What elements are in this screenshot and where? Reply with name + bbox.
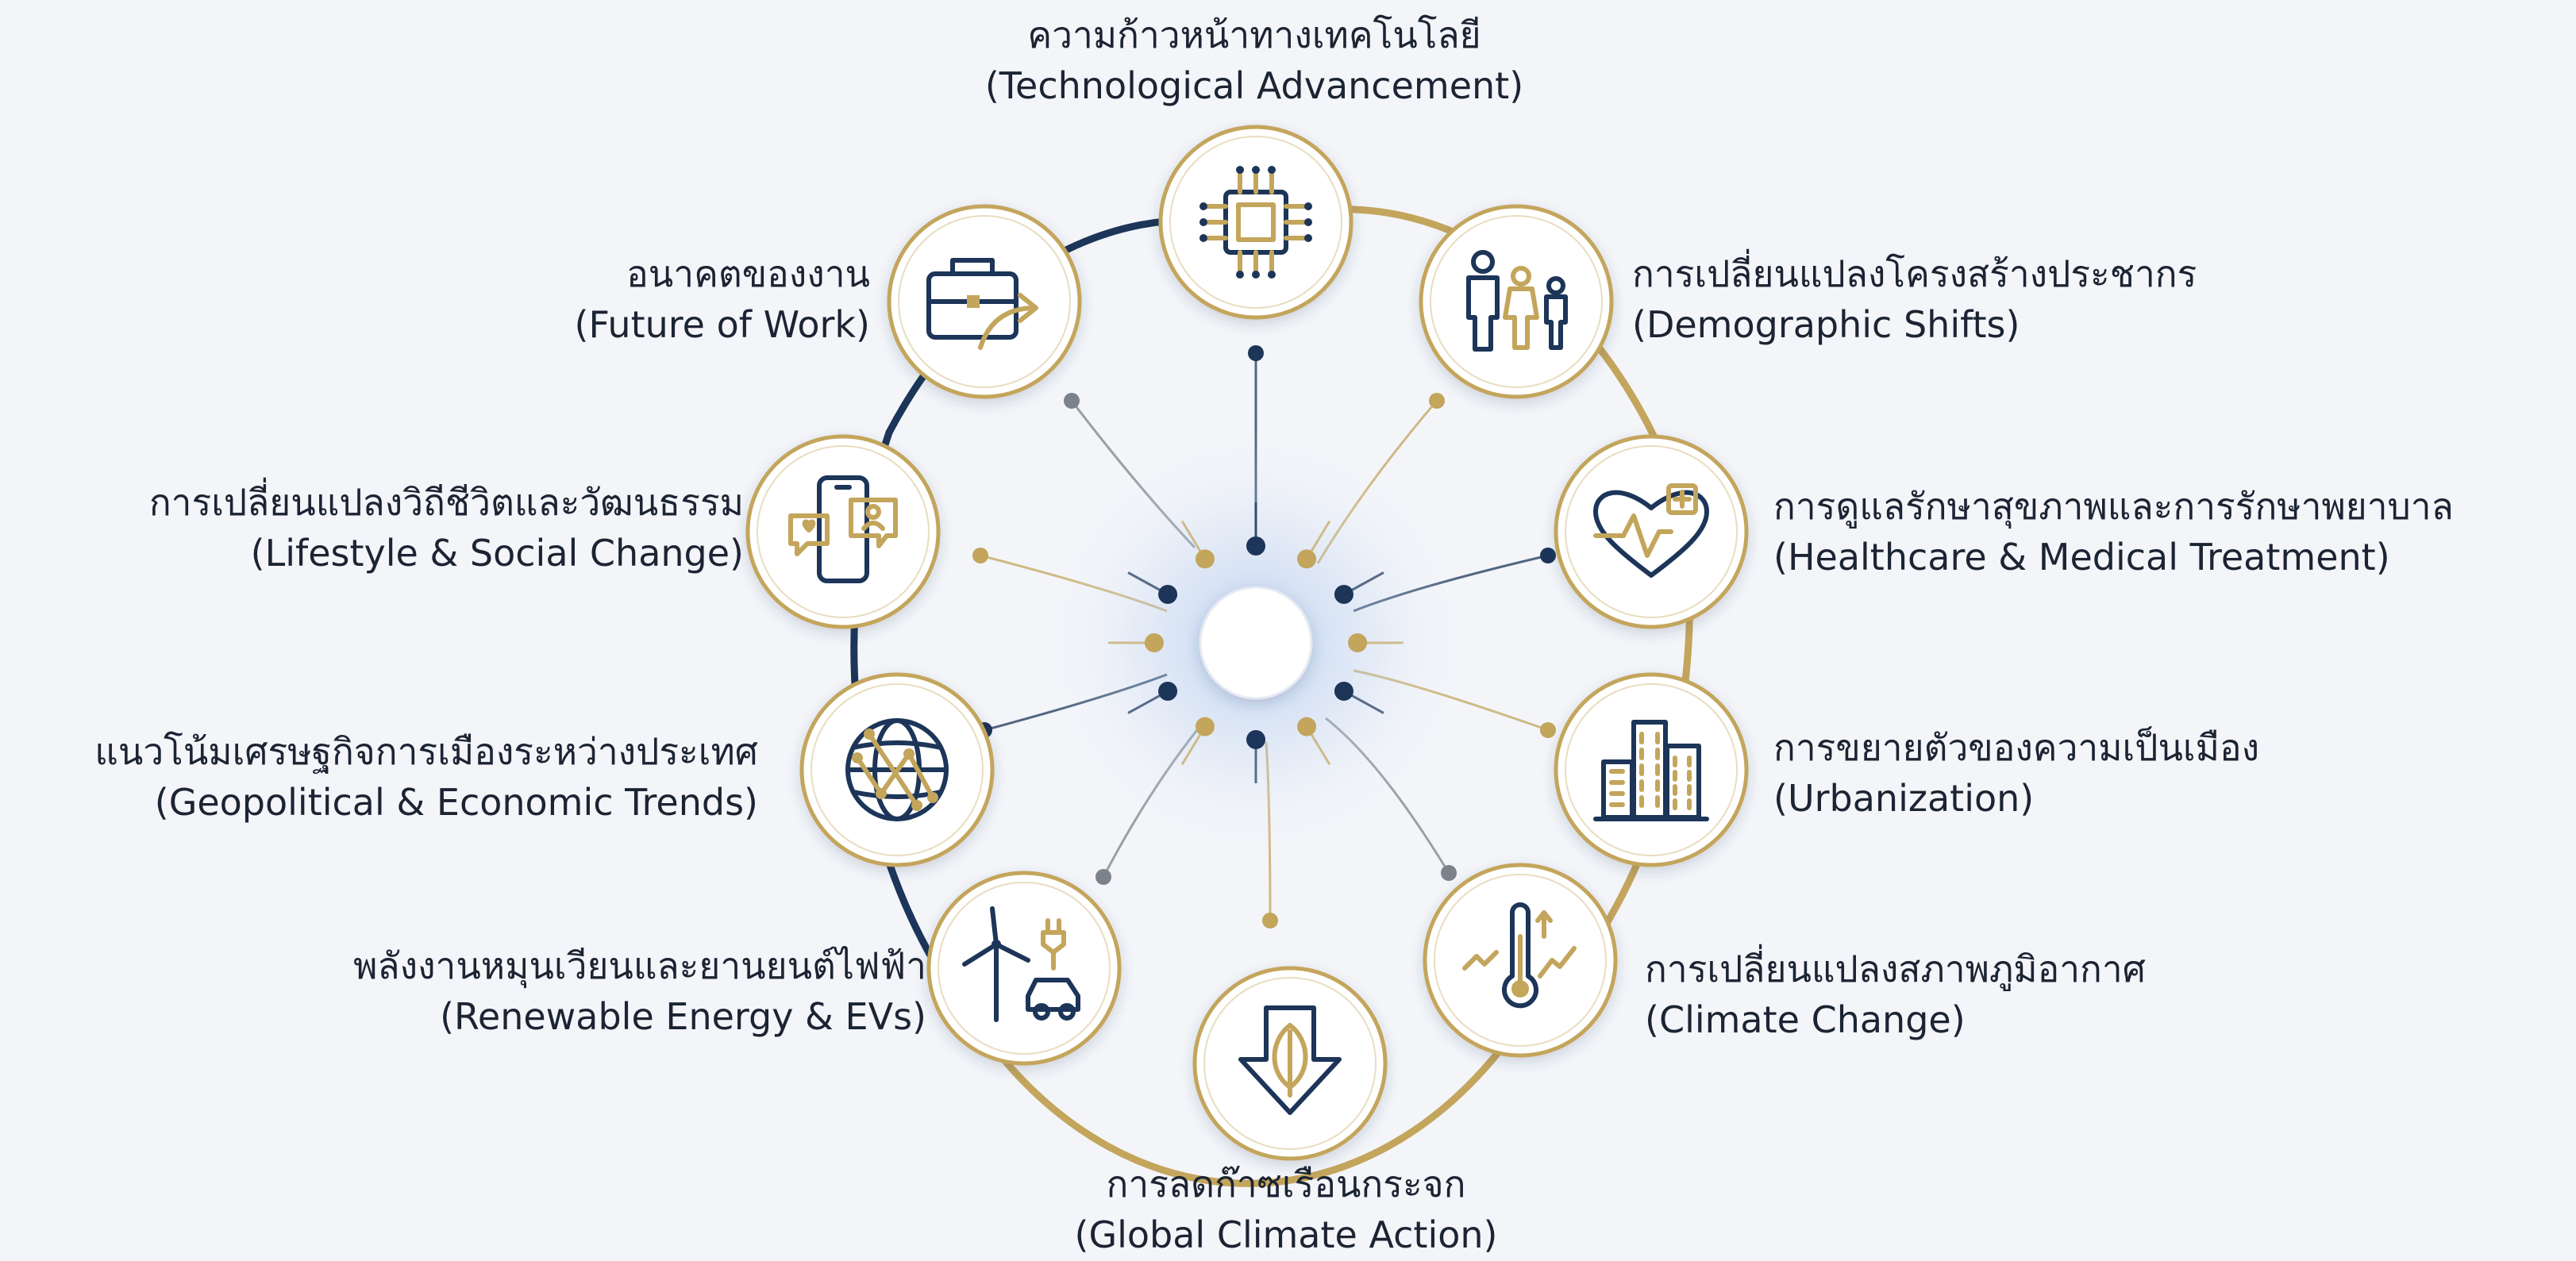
label-lifestyle-thai: การเปลี่ยนแปลงวิถีชีวิตและวัฒนธรรม: [148, 481, 744, 524]
center-hub: [1042, 429, 1470, 857]
hub-spoke: [1305, 520, 1331, 560]
label-demographic-english: (Demographic Shifts): [1632, 303, 2020, 346]
node-inner-ring: [757, 445, 930, 618]
label-urbanization-thai: การขยายตัวของความเป็นเมือง: [1773, 726, 2260, 769]
thermometer-icon: [1462, 902, 1577, 1009]
buildings-icon: [1593, 720, 1709, 821]
label-healthcare-thai: การดูแลรักษาสุขภาพและการรักษาพยาบาล: [1773, 485, 2454, 528]
label-tech: ความก้าวหน้าทางเทคโนโลยี (Technological …: [857, 10, 1651, 111]
connector-end-dot: [1248, 345, 1264, 361]
label-global-climate-english: (Global Climate Action): [1074, 1213, 1498, 1256]
node-healthcare: [1554, 434, 1749, 629]
label-demographic-thai: การเปลี่ยนแปลงโครงสร้างประชากร: [1632, 252, 2197, 295]
label-global-climate: การลดก๊าซเรือนกระจก (Global Climate Acti…: [889, 1159, 1683, 1260]
connector-end-dot: [972, 548, 988, 563]
globe-network-icon: [845, 718, 949, 821]
briefcase-arrow-icon: [926, 258, 1038, 350]
trend-nodes: [745, 125, 1749, 1161]
label-climate: การเปลี่ยนแปลงสภาพภูมิอากาศ (Climate Cha…: [1645, 944, 2146, 1045]
connector-end-dot: [1540, 548, 1556, 563]
label-work-thai: อนาคตของงาน: [626, 252, 870, 295]
label-geopolitical-thai: แนวโน้มเศรษฐกิจการเมืองระหว่างประเทศ: [94, 730, 758, 773]
connector-end-dot: [1064, 393, 1080, 409]
label-lifestyle: การเปลี่ยนแปลงวิถีชีวิตและวัฒนธรรม (Life…: [149, 477, 744, 579]
family-icon: [1466, 250, 1568, 352]
connector-end-dot: [1441, 865, 1457, 881]
node-lifestyle: [745, 434, 941, 629]
node-renewable: [926, 871, 1122, 1066]
node-inner-ring: [1434, 874, 1607, 1047]
node-demographic: [1419, 204, 1614, 399]
label-urbanization-english: (Urbanization): [1773, 777, 2035, 820]
hub-spoke: [1180, 725, 1207, 766]
node-circle: [1158, 125, 1353, 320]
label-work: อนาคตของงาน (Future of Work): [575, 248, 870, 350]
connector-end-dot: [1262, 913, 1278, 928]
connector-end-dot: [1540, 722, 1556, 738]
hub-circle: [1199, 586, 1313, 700]
ring-arc-bottom: [972, 1020, 1512, 1187]
label-renewable-thai: พลังงานหมุนเวียนและยานยนต์ไฟฟ้า: [353, 944, 926, 987]
node-tech: [1158, 125, 1353, 320]
leaf-arrow-down-icon: [1238, 1005, 1342, 1115]
connector-end-dot: [1095, 869, 1111, 885]
label-tech-english: (Technological Advancement): [984, 64, 1524, 107]
node-climate: [1423, 863, 1618, 1058]
node-inner-ring: [1430, 215, 1603, 388]
label-global-climate-thai: การลดก๊าซเรือนกระจก: [1106, 1163, 1466, 1205]
microchip-icon: [1199, 166, 1312, 279]
label-lifestyle-english: (Lifestyle & Social Change): [250, 532, 744, 575]
node-inner-ring: [811, 683, 984, 856]
smartphone-chat-icon: [788, 475, 898, 583]
label-renewable: พลังงานหมุนเวียนและยานยนต์ไฟฟ้า (Renewab…: [353, 940, 926, 1042]
connector-end-dot: [1429, 393, 1445, 409]
label-geopolitical: แนวโน้มเศรษฐกิจการเมืองระหว่างประเทศ (Ge…: [94, 726, 758, 828]
label-healthcare-english: (Healthcare & Medical Treatment): [1773, 536, 2390, 579]
node-circle: [1419, 204, 1614, 399]
label-geopolitical-english: (Geopolitical & Economic Trends): [154, 781, 758, 824]
node-circle: [926, 871, 1122, 1066]
node-inner-ring: [1565, 445, 1738, 618]
node-inner-ring: [1203, 977, 1377, 1150]
node-circle: [1554, 672, 1749, 867]
hub-spoke: [1127, 690, 1169, 714]
label-renewable-english: (Renewable Energy & EVs): [440, 995, 926, 1038]
label-demographic: การเปลี่ยนแปลงโครงสร้างประชากร (Demograp…: [1632, 248, 2197, 350]
node-circle: [745, 434, 941, 629]
hub-spoke: [1343, 571, 1384, 596]
heart-pulse-icon: [1593, 483, 1709, 578]
node-inner-ring: [1169, 136, 1342, 309]
node-inner-ring: [1565, 683, 1738, 856]
label-climate-english: (Climate Change): [1645, 998, 1966, 1041]
node-inner-ring: [898, 215, 1071, 388]
node-urbanization: [1554, 672, 1749, 867]
node-global-climate: [1192, 966, 1388, 1161]
label-climate-thai: การเปลี่ยนแปลงสภาพภูมิอากาศ: [1645, 948, 2146, 990]
label-urbanization: การขยายตัวของความเป็นเมือง (Urbanization…: [1773, 722, 2259, 824]
node-circle: [1554, 434, 1749, 629]
node-work: [887, 204, 1082, 399]
hub-spoke: [1180, 520, 1207, 560]
node-geopolitical: [799, 672, 995, 867]
wind-turbine-ev-icon: [962, 906, 1080, 1022]
hub-spoke: [1343, 690, 1384, 714]
hub-spoke: [1305, 725, 1331, 766]
label-work-english: (Future of Work): [574, 303, 870, 346]
label-tech-thai: ความก้าวหน้าทางเทคโนโลยี: [1027, 13, 1481, 56]
node-inner-ring: [938, 882, 1111, 1055]
hub-spoke: [1127, 571, 1169, 596]
label-healthcare: การดูแลรักษาสุขภาพและการรักษาพยาบาล (Hea…: [1773, 481, 2454, 582]
